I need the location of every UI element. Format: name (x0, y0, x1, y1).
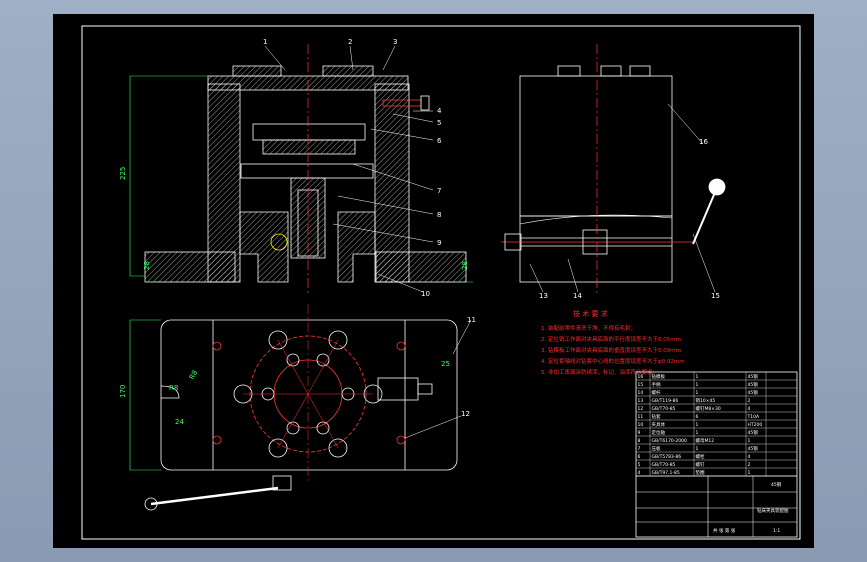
leader-lines (264, 45, 716, 439)
part-label-14: 14 (573, 292, 582, 300)
parts-cell: 45钢 (748, 445, 759, 452)
parts-cell: GB/T70-85 (652, 462, 676, 468)
requirement-2: 2. 定位销工作面对夹具底面的平行度误差不大于0.05mm (541, 335, 681, 343)
parts-cell: 4 (638, 470, 641, 476)
parts-cell: 11 (638, 414, 644, 420)
part-label-16: 16 (699, 138, 708, 146)
dim-25: 25 (441, 360, 450, 368)
parts-cell: 1 (696, 374, 699, 380)
dim-foot-left: 28 (143, 261, 151, 270)
parts-cell: 1 (696, 382, 699, 388)
parts-cell: 45钢 (748, 389, 759, 396)
parts-cell: 15 (638, 382, 644, 388)
parts-cell: HT200 (748, 422, 763, 428)
part-label-11: 11 (467, 316, 476, 324)
requirements-title: 技 术 要 求 (573, 309, 608, 318)
parts-cell: 6 (696, 414, 699, 420)
parts-cell: 手柄 (652, 381, 661, 388)
parts-cell: 13 (638, 398, 644, 404)
parts-cell: 钻套 (652, 413, 661, 420)
parts-cell: GB/T5783-86 (652, 454, 682, 460)
parts-cell: 45钢 (748, 429, 759, 436)
parts-cell: 垫圈 (696, 469, 705, 476)
requirement-4: 4. 定位套轴线对钻套中心线的位置度误差不大于φ0.02mm (541, 357, 685, 365)
part-label-15: 15 (711, 292, 720, 300)
part-label-1: 1 (263, 38, 267, 46)
parts-cell: 45钢 (748, 373, 759, 380)
parts-cell: 螺钉 (696, 461, 705, 468)
parts-cell: 2 (748, 398, 751, 404)
part-label-2: 2 (348, 38, 352, 46)
parts-cell: 7 (638, 446, 641, 452)
part-label-7: 7 (437, 187, 441, 195)
dim-r-left: R8 (169, 384, 178, 392)
part-label-13: 13 (539, 292, 548, 300)
cad-drawing: 225 28 28 1 2 3 4 5 6 7 8 9 10 11 12 13 … (81, 25, 801, 540)
part-label-9: 9 (437, 239, 441, 247)
part-label-5: 5 (437, 119, 441, 127)
drawing-sheet: 225 28 28 1 2 3 4 5 6 7 8 9 10 11 12 13 … (53, 14, 814, 548)
parts-cell: 1 (748, 438, 751, 444)
parts-cell: 1 (748, 470, 751, 476)
parts-cell: 4 (748, 454, 751, 460)
parts-cell: 45钢 (748, 381, 759, 388)
part-label-6: 6 (437, 137, 442, 145)
parts-cell: GB/T119-86 (652, 398, 679, 404)
parts-cell: GB/T70-85 (652, 406, 676, 412)
parts-cell: 螺钉M8×30 (696, 405, 721, 412)
parts-cell: 8 (638, 438, 641, 444)
parts-cell: 螺杆 (652, 389, 661, 396)
part-label-4: 4 (437, 107, 442, 115)
parts-cell: 2 (748, 462, 751, 468)
drawing-name: 钻床夹具装配图 (757, 507, 789, 514)
parts-cell: 12 (638, 406, 644, 412)
drawing-material: 45钢 (771, 481, 782, 488)
parts-cell: 定位轴 (652, 429, 666, 436)
requirement-1: 1. 装配前零件清洗干净，不得有毛刺； (541, 324, 636, 332)
parts-cell: 16 (638, 374, 644, 380)
parts-cell: 夹具体 (652, 421, 666, 428)
sheet-label: 共 张 第 张 (713, 527, 736, 534)
dim-24: 24 (175, 418, 184, 426)
part-label-3: 3 (393, 38, 397, 46)
dim-r-left2: R8 (188, 369, 200, 381)
parts-cell: 5 (638, 462, 641, 468)
dim-plan-height: 170 (119, 385, 127, 398)
parts-cell: 1 (696, 446, 699, 452)
parts-cell: 钻模板 (652, 373, 666, 380)
technical-requirements: 技 术 要 求 1. 装配前零件清洗干净，不得有毛刺； 2. 定位销工作面对夹具… (541, 309, 685, 376)
parts-cell: GB/T97.1-85 (652, 470, 680, 476)
parts-cell: 压板 (652, 445, 661, 452)
inner-frame (81, 25, 801, 540)
parts-cell: 1 (696, 430, 699, 436)
parts-cell: GB/T6170-2000 (652, 438, 688, 444)
part-label-10: 10 (421, 290, 430, 298)
requirement-5: 5. 非加工表面涂防锈漆，标记、油漆符合要求。 (541, 368, 658, 376)
parts-cell: 6 (638, 454, 641, 460)
requirement-3: 3. 钻模板工作面对夹具底面的垂直度误差不大于0.09mm (541, 346, 681, 354)
parts-cell: 10 (638, 422, 644, 428)
parts-cell: 1 (696, 390, 699, 396)
parts-cell: 螺母M12 (696, 437, 715, 444)
dim-foot-right: 28 (461, 261, 469, 270)
parts-cell: 4 (748, 406, 751, 412)
side-view (501, 44, 726, 294)
parts-cell: 9 (638, 430, 641, 436)
dim-front-height: 225 (119, 167, 127, 180)
parts-cell: 1 (696, 422, 699, 428)
plan-view (129, 304, 458, 511)
parts-cell: 销10×45 (696, 397, 716, 404)
drawing-scale: 1:1 (773, 528, 780, 534)
parts-cell: T10A (747, 414, 760, 420)
parts-cell: 14 (638, 390, 644, 396)
parts-cell: 螺栓 (696, 453, 705, 460)
part-label-12: 12 (461, 410, 470, 418)
front-section-view (129, 44, 473, 294)
part-label-8: 8 (437, 211, 441, 219)
